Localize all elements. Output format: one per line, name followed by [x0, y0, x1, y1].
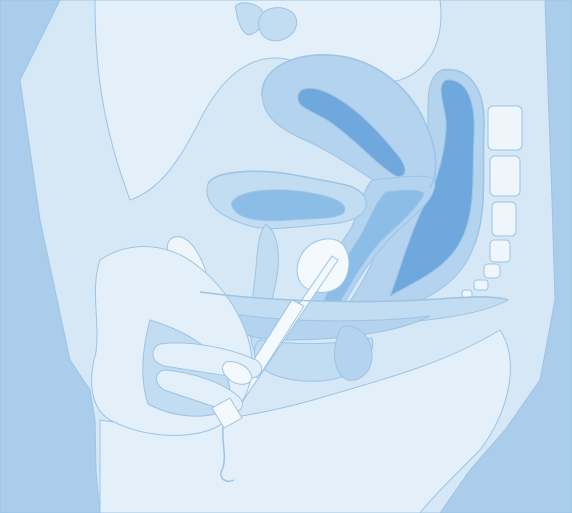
- anatomy-figure: [0, 0, 572, 513]
- pelvic-cross-section-diagram: [0, 0, 572, 513]
